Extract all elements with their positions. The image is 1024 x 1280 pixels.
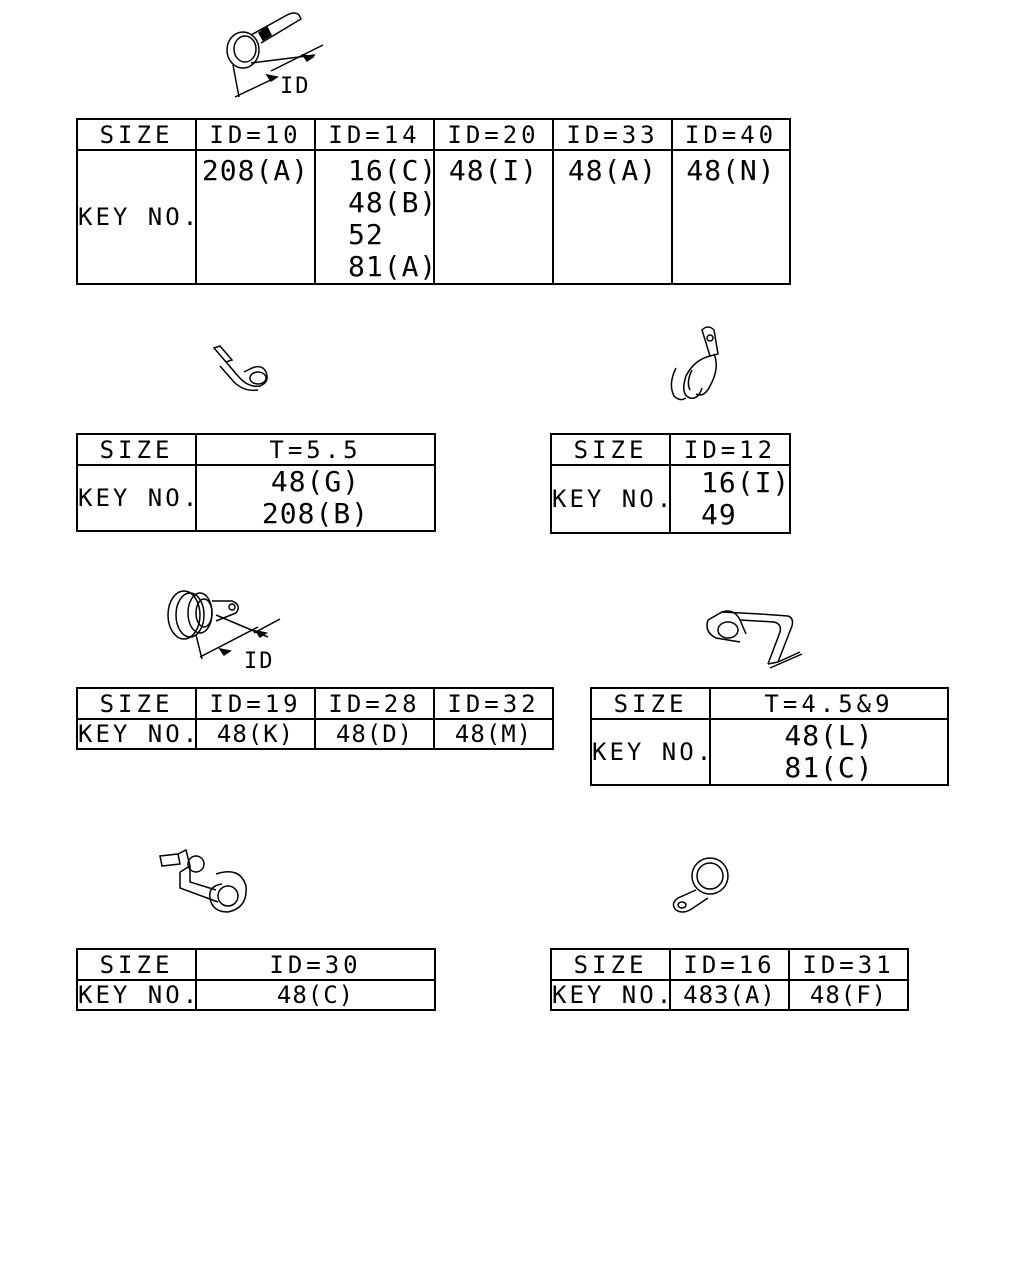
- row-label-key-no: KEY NO.: [76, 718, 201, 750]
- key-number: 81(A): [348, 250, 438, 283]
- header-id-33: ID=33: [552, 118, 673, 151]
- cell-key-no: 48(N): [671, 149, 791, 285]
- table-row: KEY NO. 48(G) 208(B): [76, 464, 436, 532]
- table-header-row: SIZE ID=12: [550, 433, 791, 466]
- cell-key-no: 48(A): [552, 149, 673, 285]
- size-table-spring-clip: SIZE T=5.5 KEY NO. 48(G) 208(B): [76, 433, 436, 532]
- cell-key-no: 48(I): [433, 149, 554, 285]
- table-row: KEY NO. 48(L) 81(C): [590, 718, 949, 786]
- header-size: SIZE: [550, 948, 671, 981]
- bracket-clip-drawing: [700, 606, 808, 672]
- header-id-28: ID=28: [314, 687, 435, 720]
- key-number: 49: [701, 498, 737, 531]
- header-size: SIZE: [76, 687, 197, 720]
- table-header-row: SIZE T=4.5&9: [590, 687, 949, 720]
- size-table-hose-clamp: SIZE ID=10 ID=14 ID=20 ID=33 ID=40 KEY N…: [76, 118, 791, 285]
- key-number: 48(M): [454, 720, 533, 748]
- header-id-20: ID=20: [433, 118, 554, 151]
- cell-key-no: 48(F): [788, 979, 909, 1011]
- header-id-14: ID=14: [314, 118, 435, 151]
- header-id-32: ID=32: [433, 687, 554, 720]
- wire-spring-clip-drawing: [664, 324, 726, 404]
- table-row: KEY NO. 16(I) 49: [550, 464, 791, 534]
- stud-clip-drawing: [156, 846, 254, 920]
- row-label-key-no: KEY NO.: [550, 464, 671, 534]
- dimension-label-id: ID: [280, 74, 311, 99]
- table-row: KEY NO. 48(K) 48(D) 48(M): [76, 718, 554, 750]
- header-id-40: ID=40: [671, 118, 791, 151]
- row-label-key-no: KEY NO.: [550, 979, 675, 1011]
- key-number: 208(B): [261, 497, 370, 530]
- key-number: 48(C): [276, 981, 355, 1009]
- table-header-row: SIZE T=5.5: [76, 433, 436, 466]
- cell-key-no: 48(M): [433, 718, 554, 750]
- row-label-key-no: KEY NO.: [76, 149, 197, 285]
- hose-clamp-drawing: [215, 5, 335, 105]
- row-label-key-no: KEY NO.: [590, 718, 711, 786]
- table-row: KEY NO. 208(A) 16(C) 48(B) 52 81(A) 48(I…: [76, 149, 791, 285]
- key-number: 48(G): [270, 465, 361, 498]
- cell-key-no: 16(I) 49: [669, 464, 791, 534]
- header-size: SIZE: [76, 948, 197, 981]
- key-number: 208(A): [201, 154, 310, 187]
- header-id-19: ID=19: [195, 687, 316, 720]
- key-number: 48(N): [686, 154, 776, 187]
- table-header-row: SIZE ID=19 ID=28 ID=32: [76, 687, 554, 720]
- header-size: SIZE: [76, 433, 197, 466]
- header-t-4-5-9: T=4.5&9: [709, 687, 949, 720]
- size-table-p-clip: SIZE ID=16 ID=31 KEY NO. 483(A) 48(F): [550, 948, 909, 1011]
- table-row: KEY NO. 483(A) 48(F): [550, 979, 909, 1011]
- header-size: SIZE: [550, 433, 671, 466]
- size-table-cushion-clamp: SIZE ID=19 ID=28 ID=32 KEY NO. 48(K) 48(…: [76, 687, 554, 750]
- table-row: KEY NO. 48(C): [76, 979, 436, 1011]
- key-number: 48(K): [216, 720, 295, 748]
- header-id-16: ID=16: [669, 948, 790, 981]
- key-number: 48(F): [809, 981, 888, 1009]
- size-table-stud-clip: SIZE ID=30 KEY NO. 48(C): [76, 948, 436, 1011]
- key-number: 48(D): [335, 720, 414, 748]
- cell-key-no: 483(A): [669, 979, 790, 1011]
- header-id-12: ID=12: [669, 433, 791, 466]
- key-number: 81(C): [784, 751, 874, 784]
- header-id-30: ID=30: [195, 948, 436, 981]
- cell-key-no: 208(A): [195, 149, 316, 285]
- header-size: SIZE: [590, 687, 711, 720]
- size-table-bracket-clip: SIZE T=4.5&9 KEY NO. 48(L) 81(C): [590, 687, 949, 786]
- dimension-label-id: ID: [244, 649, 275, 674]
- header-id-31: ID=31: [788, 948, 909, 981]
- key-number: 48(L): [784, 719, 874, 752]
- cell-key-no: 48(G) 208(B): [195, 464, 436, 532]
- cell-key-no: 48(D): [314, 718, 435, 750]
- key-number: 483(A): [683, 981, 776, 1009]
- table-header-row: SIZE ID=16 ID=31: [550, 948, 909, 981]
- key-number: 48(I): [448, 154, 539, 187]
- cell-key-no: 48(C): [195, 979, 436, 1011]
- spring-clip-drawing: [208, 342, 274, 394]
- table-header-row: SIZE ID=10 ID=14 ID=20 ID=33 ID=40: [76, 118, 791, 151]
- key-number: 52: [348, 218, 384, 251]
- header-t-5-5: T=5.5: [195, 433, 436, 466]
- key-number: 48(A): [567, 154, 658, 187]
- cell-key-no: 48(K): [195, 718, 316, 750]
- cell-key-no: 48(L) 81(C): [709, 718, 949, 786]
- row-label-key-no: KEY NO.: [76, 464, 197, 532]
- key-number: 16(C): [348, 154, 438, 187]
- row-label-key-no: KEY NO.: [76, 979, 201, 1011]
- key-number: 16(I): [701, 466, 791, 499]
- key-number: 48(B): [348, 186, 438, 219]
- cushion-clamp-drawing: [160, 585, 286, 671]
- table-header-row: SIZE ID=30: [76, 948, 436, 981]
- header-id-10: ID=10: [195, 118, 316, 151]
- p-clip-drawing: [668, 850, 732, 916]
- size-table-wire-clip: SIZE ID=12 KEY NO. 16(I) 49: [550, 433, 791, 534]
- header-size: SIZE: [76, 118, 197, 151]
- cell-key-no: 16(C) 48(B) 52 81(A): [314, 149, 438, 285]
